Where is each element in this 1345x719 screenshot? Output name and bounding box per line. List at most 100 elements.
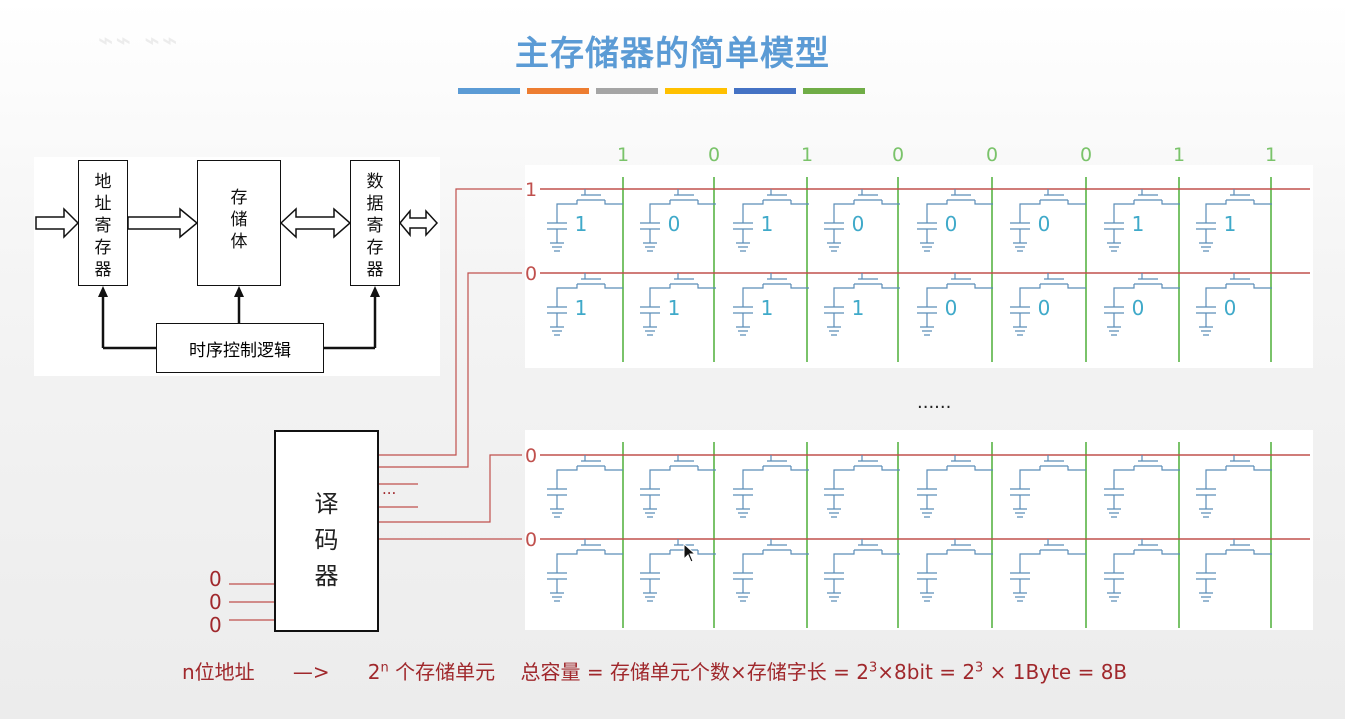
top-row-1-cell-2-capacitor	[733, 306, 753, 336]
top-row-1-cell-7-value: 0	[1224, 296, 1237, 320]
formula-units: 个存储单元	[388, 660, 496, 684]
bottom-row-0-cell-3-source	[833, 466, 855, 489]
color-bar-5	[803, 88, 865, 94]
top-row-0-cell-0-capacitor	[547, 222, 567, 252]
top-row-0-cell-1-capacitor	[640, 222, 660, 252]
bottom-row-1-select: 0	[525, 529, 537, 551]
top-row-0-cell-3-drain	[881, 200, 900, 205]
bottom-row-0-cell-6-gate	[1134, 455, 1162, 467]
top-row-0-cell-4-drain	[974, 200, 993, 205]
top-cell-panel	[525, 165, 1313, 368]
bottom-row-0-cell-5-source	[1019, 466, 1041, 489]
top-row-1-cell-5-value: 0	[1038, 296, 1051, 320]
column-bit-5: 0	[1080, 144, 1092, 166]
address-register-box: 地址寄存器	[78, 160, 128, 286]
top-row-0-cell-3-value: 0	[852, 212, 865, 236]
bottom-row-1-cell-3-drain	[881, 550, 900, 555]
top-row-0-cell-3-capacitor	[824, 222, 844, 252]
top-row-1-cell-1-gate	[670, 273, 698, 285]
page-title: 主存储器的简单模型	[515, 34, 830, 74]
top-row-0-cell-4-capacitor	[917, 222, 937, 252]
bottom-row-1-cell-4-gate	[947, 539, 975, 551]
top-row-1-cell-0-value: 1	[575, 296, 588, 320]
top-row-0-cell-0-drain	[604, 200, 623, 205]
top-row-0-cell-7-gate	[1226, 189, 1254, 201]
bottom-row-1-cell-5-drain	[1067, 550, 1086, 555]
column-bit-1: 0	[708, 144, 720, 166]
top-row-1-cell-0-capacitor	[547, 306, 567, 336]
top-row-1-cell-1-capacitor	[640, 306, 660, 336]
top-row-0-cell-2-source	[742, 200, 764, 223]
top-row-0-cell-6-source	[1113, 200, 1135, 223]
top-row-1-cell-2-value: 1	[761, 296, 774, 320]
decoder-output-1	[379, 272, 522, 468]
bottom-row-0-cell-7-gate	[1226, 455, 1254, 467]
decoder-label-2: 码	[314, 526, 339, 554]
column-bit-7: 1	[1265, 144, 1277, 166]
top-row-1-cell-4-value: 0	[945, 296, 958, 320]
bottom-row-0-cell-6-capacitor	[1104, 488, 1124, 518]
top-row-1-cell-5-gate	[1040, 273, 1068, 285]
top-row-0-cell-1-gate	[670, 189, 698, 201]
bottom-row-0-cell-4-source	[926, 466, 948, 489]
bottom-row-1-cell-7-drain	[1253, 550, 1272, 555]
bottom-row-1-cell-6-capacitor	[1104, 572, 1124, 602]
top-row-0-cell-5-capacitor	[1010, 222, 1030, 252]
block-diagram: 地址寄存器 存储体 数据寄存器 时序控制逻辑	[34, 157, 440, 376]
bottom-row-0-cell-3-drain	[881, 466, 900, 471]
bottom-row-0-cell-0-capacitor	[547, 488, 567, 518]
top-row-1-cell-0-gate	[577, 273, 605, 285]
bottom-row-0-cell-2-gate	[763, 455, 791, 467]
top-row-1-cell-3-source	[833, 284, 855, 307]
top-row-1-cell-5-source	[1019, 284, 1041, 307]
bottom-row-1-cell-1-source	[649, 550, 671, 573]
bottom-row-1-cell-2-drain	[790, 550, 809, 555]
addrBox-char-4: 器	[94, 260, 112, 280]
address-bit-0: 0	[209, 613, 222, 637]
formula-capacity: 总容量 = 存储单元个数×存储字长 = 2	[520, 660, 869, 684]
top-row-1-cell-7-capacitor	[1196, 306, 1216, 336]
color-bar-1	[527, 88, 589, 94]
bottom-row-0-cell-7-drain	[1253, 466, 1272, 471]
top-row-0-cell-2-value: 1	[761, 212, 774, 236]
timing-control-box: 时序控制逻辑	[156, 323, 324, 373]
top-row-1-cell-6-source	[1113, 284, 1135, 307]
memBox-char-2: 体	[230, 232, 248, 252]
column-bit-3: 0	[892, 144, 904, 166]
top-row-1-cell-3-gate	[854, 273, 882, 285]
formula-bits: ×8bit = 2	[877, 660, 976, 684]
top-row-0-cell-0-gate	[577, 189, 605, 201]
top-row-0-cell-5-gate	[1040, 189, 1068, 201]
decoder-output-4	[379, 454, 522, 523]
bottom-row-0-cell-4-gate	[947, 455, 975, 467]
bottom-row-0-cell-7-capacitor	[1196, 488, 1216, 518]
top-row-0-cell-0-source	[556, 200, 578, 223]
bottom-row-0-cell-4-drain	[974, 466, 993, 471]
dataBox-char-4: 器	[366, 260, 384, 280]
color-bar-2	[596, 88, 658, 94]
bottom-row-0-cell-3-capacitor	[824, 488, 844, 518]
top-row-1-cell-3-capacitor	[824, 306, 844, 336]
top-row-0-cell-0-value: 1	[575, 212, 588, 236]
bottom-row-1-cell-5-capacitor	[1010, 572, 1030, 602]
bottom-row-0-cell-6-source	[1113, 466, 1135, 489]
memBox-char-0: 存	[230, 188, 248, 208]
bottom-row-0-cell-6-drain	[1161, 466, 1180, 471]
top-row-0-cell-3-source	[833, 200, 855, 223]
top-row-1-cell-6-capacitor	[1104, 306, 1124, 336]
address-bit-2: 0	[209, 567, 222, 591]
top-row-1-cell-1-source	[649, 284, 671, 307]
top-row-0-cell-5-source	[1019, 200, 1041, 223]
bottom-row-0-cell-1-source	[649, 466, 671, 489]
bottom-row-1-cell-3-gate	[854, 539, 882, 551]
top-row-1-cell-2-source	[742, 284, 764, 307]
bottom-row-1-cell-6-source	[1113, 550, 1135, 573]
top-row-0-cell-1-drain	[697, 200, 716, 205]
addrBox-char-0: 地	[94, 172, 112, 192]
bottom-row-0-cell-3-gate	[854, 455, 882, 467]
bottom-row-1-cell-0-capacitor	[547, 572, 567, 602]
top-row-0-cell-1-value: 0	[668, 212, 681, 236]
addrBox-char-1: 址	[94, 194, 112, 214]
top-row-1-cell-2-gate	[763, 273, 791, 285]
